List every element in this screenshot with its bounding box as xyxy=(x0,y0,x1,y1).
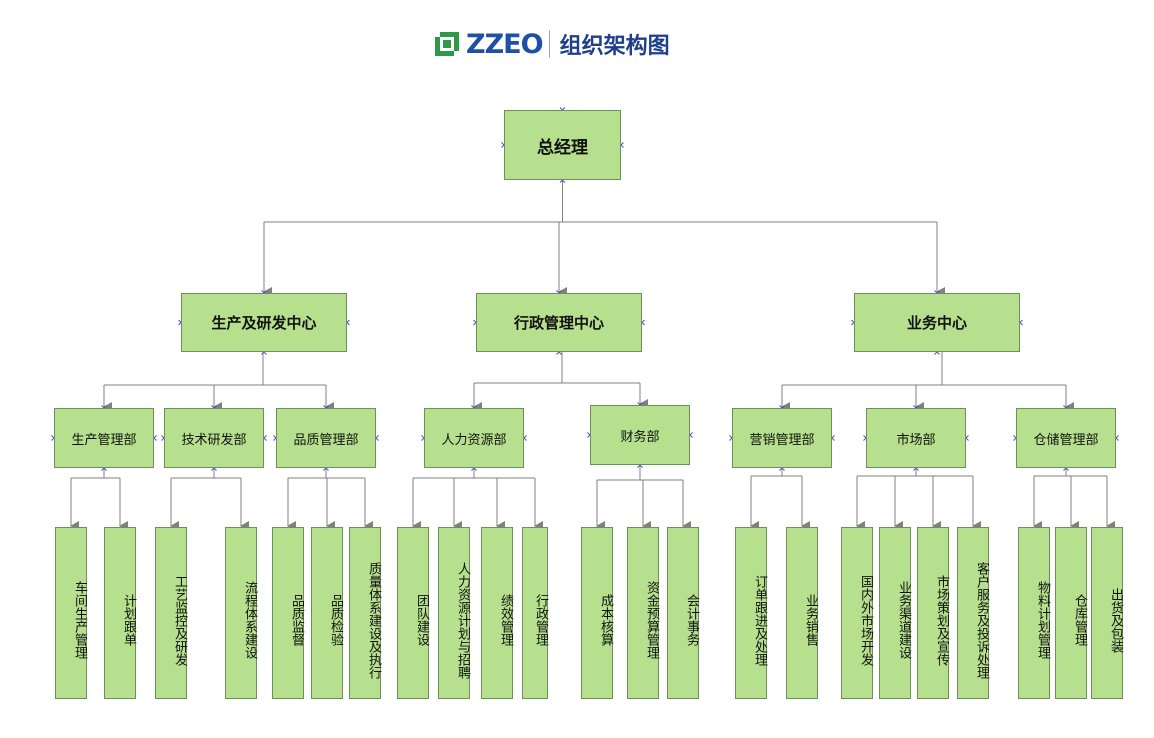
leaf-node[interactable]: 人力资源计划与招聘 xyxy=(438,527,470,699)
leaf-node[interactable]: 行政管理 xyxy=(522,527,548,699)
center-node-1[interactable]: 行政管理中心 xyxy=(476,293,642,352)
leaf-node[interactable]: 业务渠道建设 xyxy=(879,527,911,699)
leaf-node-label: 行政管理 xyxy=(533,594,548,646)
leaf-node-label: 市场策划及宣传 xyxy=(934,574,949,666)
leaf-node[interactable]: 品质检验 xyxy=(311,527,343,699)
center-node-2[interactable]: 业务中心 xyxy=(854,293,1020,352)
leaf-node-label: 业务渠道建设 xyxy=(896,581,911,659)
center-node-0-label: 生产及研发中心 xyxy=(211,314,317,332)
dept-node-2-1-label: 市场部 xyxy=(896,432,936,448)
dept-node-2-2-label: 仓储管理部 xyxy=(1033,432,1099,448)
dept-node-1-0-label: 人力资源部 xyxy=(441,432,507,448)
leaf-node-label: 品质监督 xyxy=(289,594,304,646)
leaf-node[interactable]: 市场策划及宣传 xyxy=(917,527,949,699)
dept-node-0-2-label: 品质管理部 xyxy=(293,432,359,448)
logo-text: ZZEO xyxy=(466,28,544,60)
dept-node-0-0[interactable]: 生产管理部 xyxy=(54,408,154,468)
dept-node-0-0-label: 生产管理部 xyxy=(71,432,137,448)
leaf-node[interactable]: 绩效管理 xyxy=(481,527,513,699)
leaf-node[interactable]: 成本核算 xyxy=(581,527,613,699)
zzeo-logo-icon xyxy=(435,32,459,56)
title-divider xyxy=(548,30,550,58)
center-node-1-label: 行政管理中心 xyxy=(513,314,604,332)
leaf-node-label: 出货及包装 xyxy=(1108,587,1123,653)
leaf-node-label: 客户服务及投诉处理 xyxy=(974,561,989,679)
leaf-node[interactable]: 会计事务 xyxy=(667,527,699,699)
leaf-node[interactable]: 国内外市场开发 xyxy=(841,527,873,699)
leaf-node[interactable]: 资金预算管理 xyxy=(627,527,659,699)
leaf-node[interactable]: 计划跟单 xyxy=(104,527,136,699)
leaf-node-label: 会计事务 xyxy=(684,594,699,646)
leaf-node-label: 物料计划管理 xyxy=(1035,581,1050,659)
dept-node-0-1[interactable]: 技术研发部 xyxy=(164,408,264,468)
leaf-node[interactable]: 流程体系建设 xyxy=(225,527,257,699)
leaf-node-label: 成本核算 xyxy=(598,594,613,646)
leaf-node-label: 订单跟进及处理 xyxy=(752,574,767,666)
leaf-node[interactable]: 订单跟进及处理 xyxy=(735,527,767,699)
leaf-node[interactable]: 车间生产管理 xyxy=(55,527,87,699)
leaf-node-label: 工艺监控及研发 xyxy=(172,574,187,666)
leaf-node[interactable]: 品质监督 xyxy=(272,527,304,699)
leaf-node[interactable]: 质量体系建设及执行 xyxy=(349,527,381,699)
leaf-node-label: 仓库管理 xyxy=(1072,594,1087,646)
leaf-node[interactable]: 物料计划管理 xyxy=(1018,527,1050,699)
leaf-node-label: 团队建设 xyxy=(414,594,429,646)
dept-node-1-1-label: 财务部 xyxy=(620,429,660,445)
leaf-node[interactable]: 工艺监控及研发 xyxy=(155,527,187,699)
leaf-node-label: 计划跟单 xyxy=(121,594,136,646)
leaf-node[interactable]: 客户服务及投诉处理 xyxy=(957,527,989,699)
dept-node-0-1-label: 技术研发部 xyxy=(181,432,247,448)
dept-node-2-0-label: 营销管理部 xyxy=(749,432,815,448)
leaf-node-label: 流程体系建设 xyxy=(242,581,257,659)
dept-node-2-2[interactable]: 仓储管理部 xyxy=(1016,408,1116,468)
leaf-node[interactable]: 出货及包装 xyxy=(1091,527,1123,699)
leaf-node-label: 绩效管理 xyxy=(498,594,513,646)
leaf-node[interactable]: 团队建设 xyxy=(397,527,429,699)
leaf-node-label: 资金预算管理 xyxy=(644,581,659,659)
center-node-0[interactable]: 生产及研发中心 xyxy=(181,293,347,352)
leaf-node-label: 人力资源计划与招聘 xyxy=(455,561,470,679)
dept-node-2-0[interactable]: 营销管理部 xyxy=(732,408,832,468)
dept-node-2-1[interactable]: 市场部 xyxy=(866,408,966,468)
leaf-node-label: 业务销售 xyxy=(803,594,818,646)
dept-node-1-1[interactable]: 财务部 xyxy=(590,405,690,465)
leaf-node-label: 质量体系建设及执行 xyxy=(366,561,381,679)
root-node-general-manager-label: 总经理 xyxy=(537,137,588,158)
root-node-general-manager[interactable]: 总经理 xyxy=(504,110,621,180)
leaf-node-label: 国内外市场开发 xyxy=(858,574,873,666)
leaf-node-label: 车间生产管理 xyxy=(72,581,87,659)
dept-node-0-2[interactable]: 品质管理部 xyxy=(276,408,376,468)
leaf-node[interactable]: 仓库管理 xyxy=(1055,527,1087,699)
chart-header: ZZEO 组织架构图 xyxy=(432,24,670,64)
leaf-node-label: 品质检验 xyxy=(328,594,343,646)
chart-title: 组织架构图 xyxy=(559,34,670,59)
dept-node-1-0[interactable]: 人力资源部 xyxy=(424,408,524,468)
leaf-node[interactable]: 业务销售 xyxy=(786,527,818,699)
center-node-2-label: 业务中心 xyxy=(906,314,967,332)
